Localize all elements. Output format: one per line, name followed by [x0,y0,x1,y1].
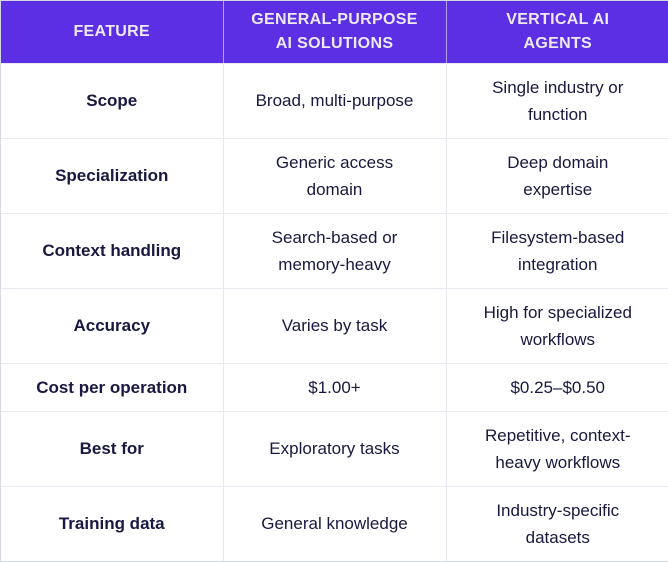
general-purpose-cell: General knowledge [223,485,447,561]
vertical-agents-cell: Filesystem-based integration [446,212,668,288]
column-header-vertical-agents: VERTICAL AI AGENTS [446,1,668,63]
general-purpose-cell: Search-based or memory-heavy [223,212,447,288]
header-row: FEATURE GENERAL-PURPOSE AI SOLUTIONS VER… [1,1,668,63]
general-purpose-cell: Broad, multi-purpose [223,62,447,138]
vertical-agents-cell: $0.25–$0.50 [446,362,668,411]
general-purpose-cell: $1.00+ [223,362,447,411]
vertical-agents-cell: Repetitive, context- heavy workflows [446,410,668,486]
table-row: Cost per operation$1.00+$0.25–$0.50 [1,362,668,411]
general-purpose-cell: Exploratory tasks [223,410,447,486]
feature-cell: Accuracy [1,287,224,363]
feature-cell: Context handling [1,212,224,288]
table-header: FEATURE GENERAL-PURPOSE AI SOLUTIONS VER… [1,1,668,63]
feature-cell: Best for [1,410,224,486]
feature-cell: Training data [1,485,224,561]
vertical-agents-cell: Industry-specific datasets [446,485,668,561]
feature-cell: Specialization [1,137,224,213]
column-header-feature: FEATURE [1,1,224,63]
general-purpose-cell: Generic access domain [223,137,447,213]
general-purpose-cell: Varies by task [223,287,447,363]
vertical-agents-cell: Deep domain expertise [446,137,668,213]
column-header-general-purpose: GENERAL-PURPOSE AI SOLUTIONS [223,1,447,63]
feature-cell: Cost per operation [1,362,224,411]
vertical-agents-cell: Single industry or function [446,62,668,138]
feature-cell: Scope [1,62,224,138]
vertical-agents-cell: High for specialized workflows [446,287,668,363]
